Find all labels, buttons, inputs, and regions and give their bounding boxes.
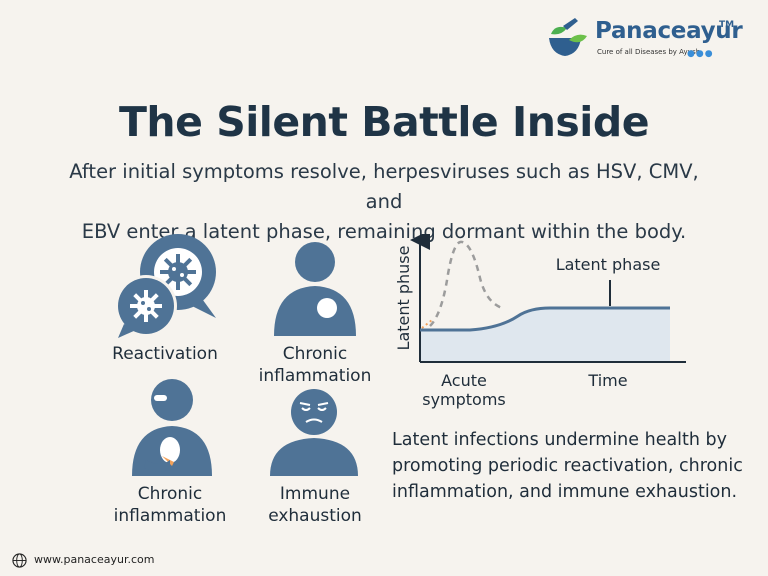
person-with-stomach-pain-icon — [132, 379, 212, 476]
brand-tagline: Cure of all Diseases by Ayush — [597, 48, 701, 56]
label-line-2: exhaustion — [268, 506, 362, 526]
label-line-2: inflammation — [258, 366, 372, 386]
page-title: The Silent Battle Inside — [118, 98, 650, 146]
latent-phase-line — [420, 306, 670, 332]
subtitle: After initial symptoms resolve, herpesvi… — [50, 157, 718, 247]
virus-speech-bubbles-icon — [115, 234, 216, 338]
subtitle-line-1: After initial symptoms resolve, herpesvi… — [69, 160, 699, 213]
mortar-pestle-leaf-icon — [549, 18, 587, 56]
latent-phase-chart: Latent phase Latent phuse Time Acute sym… — [394, 234, 686, 409]
acute-peak-curve — [429, 240, 503, 327]
reactivation-label: Reactivation — [112, 344, 218, 364]
x-axis-label: Time — [587, 371, 627, 390]
summary-text: Latent infections undermine health by pr… — [392, 430, 743, 502]
chronic-inflammation-label-1: Chronic inflammation — [250, 343, 380, 387]
subtitle-line-2: EBV enter a latent phase, remaining dorm… — [81, 220, 687, 243]
label-line-1: Chronic — [282, 344, 348, 364]
brand-dots: ●●● — [687, 49, 714, 59]
annotation-label: Latent phase — [556, 255, 661, 274]
tired-person-icon — [270, 389, 358, 476]
label-line-2: inflammation — [113, 506, 227, 526]
acute-orange-mark — [421, 319, 433, 329]
brand-logo: Panaceayur TM Cure of all Diseases by Ay… — [545, 18, 755, 62]
y-axis-label: Latent phuse — [394, 246, 413, 351]
chronic-inflammation-label-2: Chronic inflammation — [100, 483, 240, 527]
person-with-inflamed-spot-icon — [274, 242, 356, 336]
immune-exhaustion-label: Immune exhaustion — [250, 483, 380, 527]
label-line-1: Chronic — [137, 484, 203, 504]
globe-icon — [12, 553, 27, 568]
label-line-1: Immune — [279, 484, 351, 504]
brand-trademark: TM — [719, 20, 735, 30]
latent-area — [420, 308, 670, 362]
acute-label-line-1: Acute — [441, 371, 487, 390]
brand-name: Panaceayur — [595, 18, 743, 44]
footer-url[interactable]: www.panaceayur.com — [34, 553, 155, 566]
acute-label-line-2: symptoms — [422, 390, 506, 409]
